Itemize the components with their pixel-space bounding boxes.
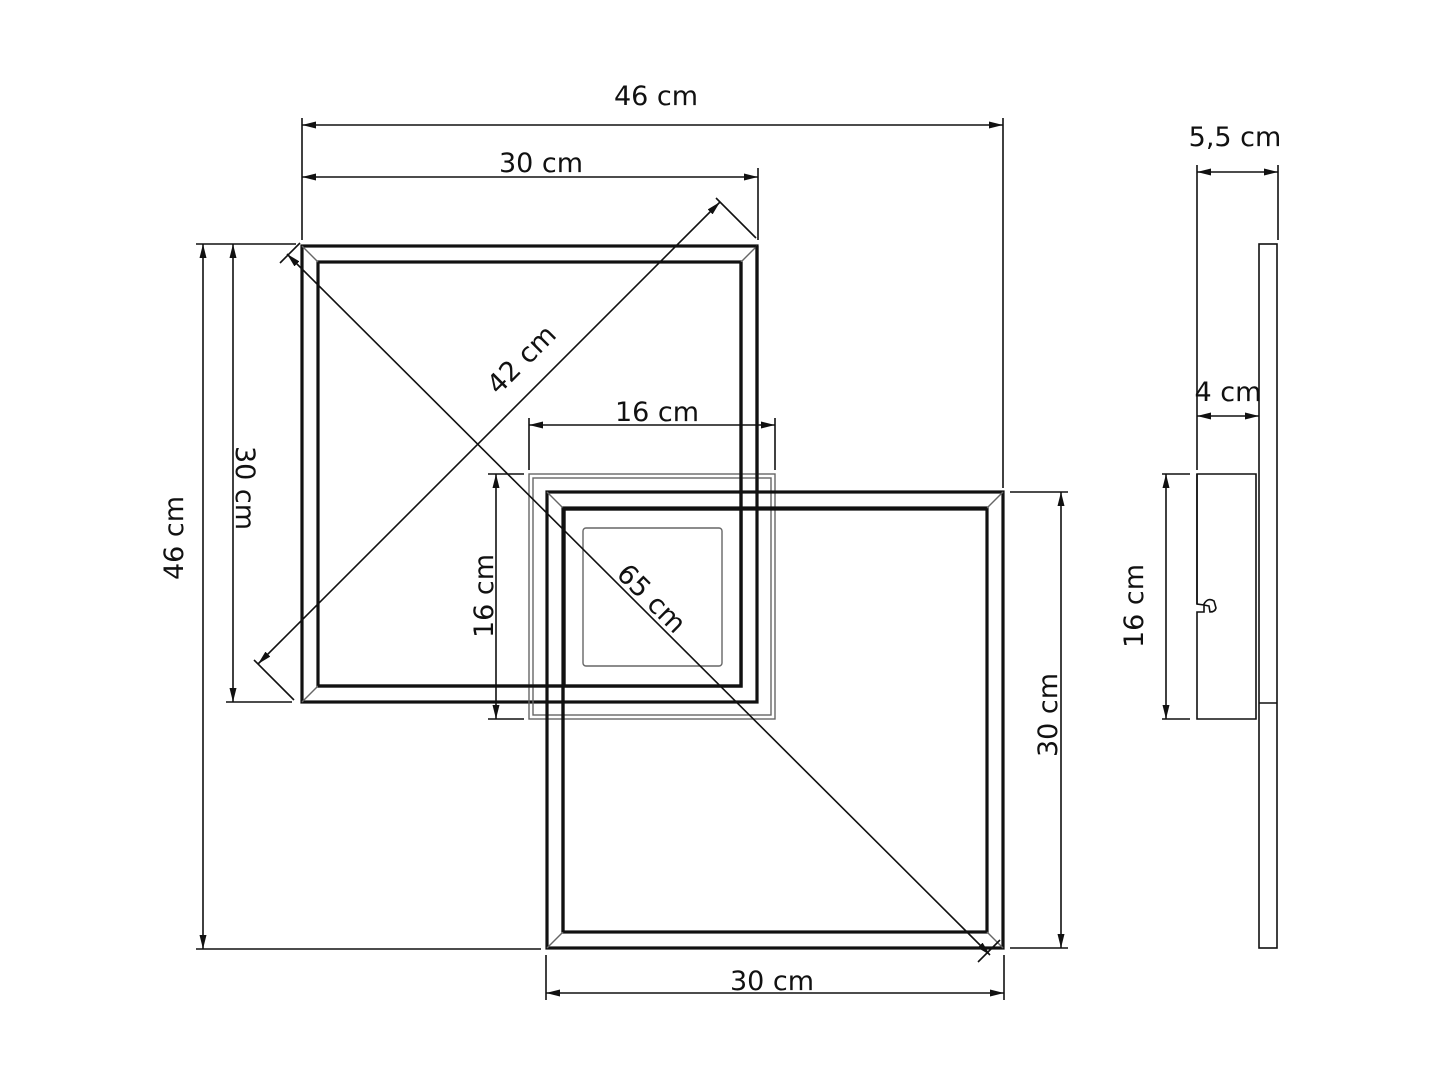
label-center-width: 16 cm <box>615 397 699 428</box>
dim-top-square-width: 30 cm <box>302 148 759 240</box>
label-top-square-width: 30 cm <box>499 148 583 179</box>
label-total-depth: 5,5 cm <box>1189 122 1282 153</box>
label-top-square-height: 30 cm <box>229 446 260 530</box>
dim-overall-height: 46 cm <box>159 243 541 950</box>
dim-bottom-square-height: 30 cm <box>1010 491 1068 949</box>
dim-center-height: 16 cm <box>469 473 524 720</box>
dim-mount-height: 16 cm <box>1119 473 1190 720</box>
side-mount-block <box>1196 473 1257 720</box>
dim-panel-offset: 4 cm <box>1195 377 1262 420</box>
label-panel-offset: 4 cm <box>1195 377 1262 408</box>
label-center-height: 16 cm <box>469 554 500 638</box>
side-view: 5,5 cm 4 cm 16 cm <box>1119 122 1282 949</box>
dim-total-depth: 5,5 cm <box>1189 122 1282 470</box>
dim-bottom-square-width: 30 cm <box>545 955 1005 1000</box>
front-view: 46 cm 30 cm 46 cm 30 cm 42 cm <box>159 81 1068 1000</box>
dim-overall-diagonal: 65 cm <box>279 242 1001 963</box>
label-overall-height: 46 cm <box>159 496 190 580</box>
label-overall-width: 46 cm <box>614 81 698 112</box>
label-bottom-square-width: 30 cm <box>730 966 814 997</box>
label-top-square-diagonal: 42 cm <box>481 319 562 400</box>
label-mount-height: 16 cm <box>1119 564 1150 648</box>
dim-center-width: 16 cm <box>528 397 776 470</box>
side-panel <box>1258 243 1278 949</box>
dim-top-square-height: 30 cm <box>226 244 292 703</box>
label-bottom-square-height: 30 cm <box>1033 673 1064 757</box>
